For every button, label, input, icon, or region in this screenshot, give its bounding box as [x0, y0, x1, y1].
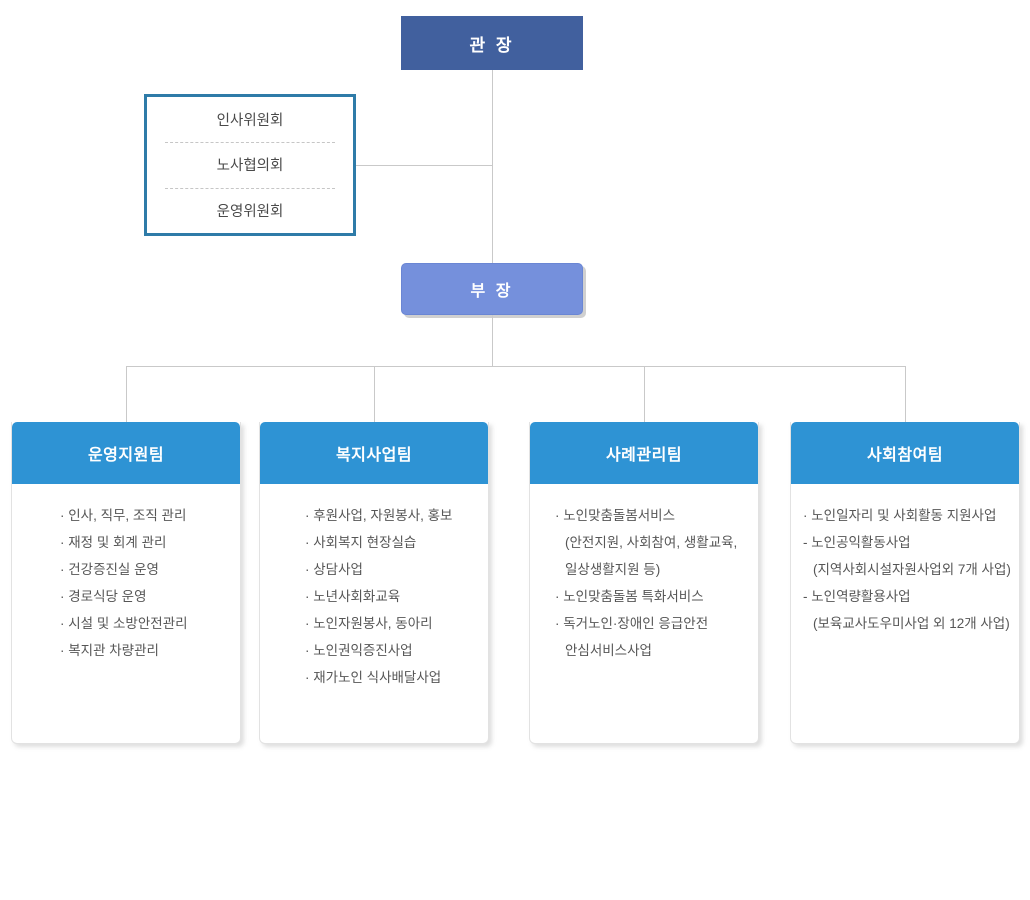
team-header: 사례관리팀 [530, 422, 758, 484]
team-title: 운영지원팀 [87, 447, 165, 464]
connector-drop-team-3 [644, 366, 645, 422]
team-item: · 복지관 차량관리 [60, 643, 159, 658]
committee-item-label: 인사위원회 [216, 113, 284, 130]
connector-teams-bar [126, 366, 905, 367]
team-item: · 사회복지 현장실습 [305, 535, 417, 550]
committee-item-label: 노사협의회 [216, 158, 284, 175]
team-card-welfare-business[interactable]: 복지사업팀 · 후원사업, 자원봉사, 홍보 · 사회복지 현장실습 · 상담사… [259, 422, 489, 744]
team-item: · 노인자원봉사, 동아리 [305, 616, 433, 631]
team-card-case-management[interactable]: 사례관리팀 · 노인맞춤돌봄서비스 (안전지원, 사회참여, 생활교육, 일상생… [529, 422, 759, 744]
connector-drop-team-1 [126, 366, 127, 422]
team-item: - 노인역량활용사업 [803, 589, 911, 604]
team-title: 사회참여팀 [866, 447, 944, 464]
connector-drop-team-4 [905, 366, 906, 422]
node-director[interactable]: 관 장 [401, 16, 583, 70]
team-header: 사회참여팀 [791, 422, 1019, 484]
team-item: · 재가노인 식사배달사업 [305, 670, 442, 685]
committee-item-label: 운영위원회 [216, 203, 284, 220]
connector-drop-team-2 [374, 366, 375, 422]
connector-director-to-manager [492, 70, 493, 263]
team-header: 복지사업팀 [260, 422, 488, 484]
team-header: 운영지원팀 [12, 422, 240, 484]
node-manager[interactable]: 부 장 [401, 263, 583, 315]
team-item: · 후원사업, 자원봉사, 홍보 [305, 508, 453, 523]
team-item: · 노인맞춤돌봄서비스 [555, 508, 676, 523]
team-item: · 노인권익증진사업 [305, 643, 413, 658]
team-item-sub: 안심서비스사업 [565, 643, 652, 658]
team-item: · 노인맞춤돌봄 특화서비스 [555, 589, 704, 604]
team-item: · 노년사회화교육 [305, 589, 401, 604]
team-item: · 경로식당 운영 [60, 589, 147, 604]
team-item: · 시설 및 소방안전관리 [60, 616, 188, 631]
team-item: - 노인공익활동사업 [803, 535, 911, 550]
committee-item-operations[interactable]: 운영위원회 [147, 187, 353, 233]
committee-box: 인사위원회 노사협의회 운영위원회 [144, 94, 356, 236]
team-item: · 독거노인·장애인 응급안전 [555, 616, 709, 631]
team-item: · 노인일자리 및 사회활동 지원사업 [803, 508, 997, 523]
manager-label: 부 장 [470, 283, 514, 300]
connector-manager-down [492, 315, 493, 366]
connector-committee-to-trunk [356, 165, 492, 166]
team-item: · 상담사업 [305, 562, 363, 577]
team-item-sub: (안전지원, 사회참여, 생활교육, [565, 535, 738, 550]
director-label: 관 장 [469, 35, 515, 55]
team-card-social-participation[interactable]: 사회참여팀 · 노인일자리 및 사회활동 지원사업 - 노인공익활동사업 (지역… [790, 422, 1020, 744]
team-card-operations-support[interactable]: 운영지원팀 · 인사, 직무, 조직 관리 · 재정 및 회계 관리 · 건강증… [11, 422, 241, 744]
team-body: · 후원사업, 자원봉사, 홍보 · 사회복지 현장실습 · 상담사업 · 노년… [260, 484, 488, 743]
committee-item-personnel[interactable]: 인사위원회 [147, 97, 353, 142]
team-body: · 인사, 직무, 조직 관리 · 재정 및 회계 관리 · 건강증진실 운영 … [12, 484, 240, 743]
team-item: · 인사, 직무, 조직 관리 [60, 508, 187, 523]
team-item-sub: (보육교사도우미사업 외 12개 사업) [813, 616, 1010, 631]
team-body: · 노인맞춤돌봄서비스 (안전지원, 사회참여, 생활교육, 일상생활지원 등)… [530, 484, 758, 743]
team-title: 사례관리팀 [605, 447, 683, 464]
committee-item-labor-management[interactable]: 노사협의회 [147, 142, 353, 187]
team-title: 복지사업팀 [335, 447, 413, 464]
team-body: · 노인일자리 및 사회활동 지원사업 - 노인공익활동사업 (지역사회시설자원… [791, 484, 1019, 743]
team-item: · 재정 및 회계 관리 [60, 535, 167, 550]
team-item-sub: (지역사회시설자원사업외 7개 사업) [813, 562, 1011, 577]
team-item: · 건강증진실 운영 [60, 562, 159, 577]
team-item-sub: 일상생활지원 등) [565, 562, 661, 577]
